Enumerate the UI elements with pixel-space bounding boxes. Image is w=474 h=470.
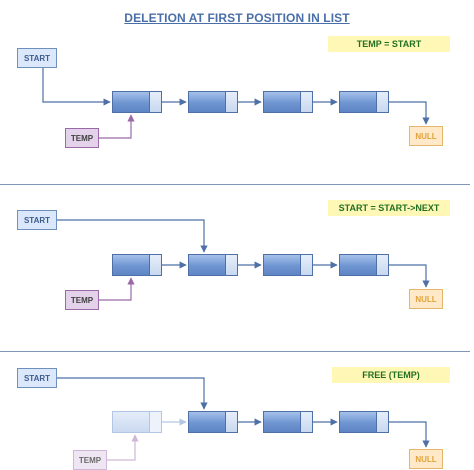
step-3-null-terminator: NULL [409, 449, 443, 469]
step-3-node-4 [339, 411, 389, 433]
step-3-temp-pointer: TEMP [73, 450, 107, 470]
diagram-title: DELETION AT FIRST POSITION IN LIST [124, 11, 350, 25]
step-3-node-2 [188, 411, 238, 433]
step-1-node-3 [263, 91, 313, 113]
next-pointer-cell [376, 255, 388, 275]
step-1-null-terminator: NULL [409, 126, 443, 146]
next-pointer-cell [149, 92, 161, 112]
next-pointer-cell [300, 255, 312, 275]
step-1-temp-link [99, 114, 135, 139]
next-pointer-cell [300, 412, 312, 432]
step-3-start-link [57, 377, 208, 410]
section-divider-1 [0, 184, 470, 185]
step-1-start-pointer: START [17, 48, 57, 68]
step-1-temp-pointer: TEMP [65, 128, 99, 148]
step-3-null-link [389, 421, 430, 448]
step-2-note: START = START->NEXT [328, 200, 450, 216]
section-divider-2 [0, 351, 470, 352]
step-3-node-3 [263, 411, 313, 433]
next-pointer-cell [376, 412, 388, 432]
step-3-note: FREE (TEMP) [332, 367, 450, 383]
step-1-null-link [389, 101, 430, 125]
next-pointer-cell [149, 412, 161, 432]
next-pointer-cell [300, 92, 312, 112]
step-1-node-1 [112, 91, 162, 113]
step-1-note: TEMP = START [328, 36, 450, 52]
step-2-start-pointer: START [17, 210, 57, 230]
step-1-node-4 [339, 91, 389, 113]
step-3-temp-link [107, 434, 139, 461]
step-2-node-4 [339, 254, 389, 276]
next-pointer-cell [225, 92, 237, 112]
step-2-null-link [389, 264, 430, 288]
step-1-node-2 [188, 91, 238, 113]
step-2-temp-link [99, 277, 135, 301]
step-3-node-1-freed [112, 411, 162, 433]
step-2-node-2 [188, 254, 238, 276]
step-1-start-link [42, 68, 111, 106]
step-3-start-pointer: START [17, 368, 57, 388]
next-pointer-cell [225, 412, 237, 432]
step-2-node-3 [263, 254, 313, 276]
step-2-null-terminator: NULL [409, 289, 443, 309]
next-pointer-cell [149, 255, 161, 275]
step-2-start-link [57, 219, 208, 253]
next-pointer-cell [225, 255, 237, 275]
step-2-temp-pointer: TEMP [65, 290, 99, 310]
next-pointer-cell [376, 92, 388, 112]
step-2-node-1 [112, 254, 162, 276]
